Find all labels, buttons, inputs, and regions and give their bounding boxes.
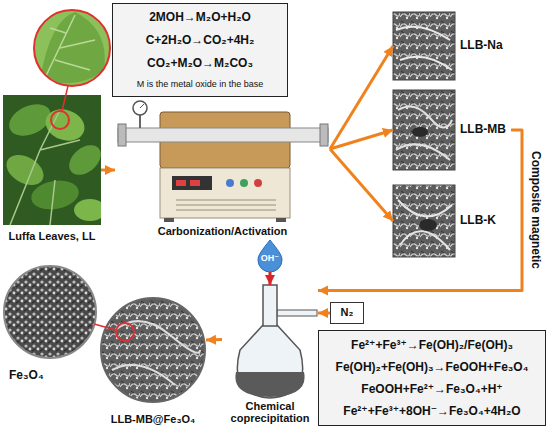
- control-button: [254, 179, 262, 187]
- sem-image-k: [393, 185, 455, 257]
- quartz-tube: [118, 128, 328, 142]
- equation-line: 2MOH→M₂O+H₂O: [149, 10, 251, 24]
- furnace-foot: [164, 218, 174, 222]
- gas-box: N₂: [330, 302, 364, 324]
- zoom-marker: [116, 323, 134, 341]
- gauge-pipe: [139, 115, 141, 128]
- node-label: Chemical coprecipitation: [212, 400, 328, 425]
- sem-node: LLB-MB: [393, 90, 511, 170]
- node-label: LLB-K: [460, 214, 496, 228]
- node-label: OH⁻: [253, 253, 287, 263]
- stem: [10, 110, 80, 225]
- sem-circle-node: Fe₃O₄: [3, 258, 98, 383]
- equation-line: Fe²⁺+Fe³⁺+8OH⁻→Fe₃O₄+4H₂O: [343, 404, 520, 418]
- node-label: Carbonization/Activation: [115, 225, 330, 238]
- reagent-drop: OH⁻: [253, 240, 287, 272]
- sem-image-na: [393, 12, 455, 80]
- equation-box: 2MOH→M₂O+H₂O C+2H₂O→CO₂+4H₂ CO₂+M₂O→M₂CO₃ M…: [112, 3, 288, 97]
- node-label: LLB-Na: [460, 39, 503, 53]
- process-arrow: [318, 130, 522, 291]
- equation-line: CO₂+M₂O→M₂CO₃: [147, 56, 253, 70]
- leaf: [40, 12, 105, 83]
- equation-line: Fe(OH)₂+Fe(OH)₃→FeOOH+Fe₃O₄: [336, 360, 529, 374]
- control-cabinet: [160, 168, 290, 218]
- process-arrow: [318, 312, 330, 315]
- pore-edge: [396, 106, 452, 160]
- reaction-flask: [235, 285, 317, 398]
- equation-box: Fe²⁺+Fe³⁺→Fe(OH)₂/Fe(OH)₃ Fe(OH)₂+Fe(OH)₃…: [318, 330, 546, 426]
- tube-furnace: [118, 101, 328, 222]
- flask-node: Chemical coprecipitation: [222, 285, 318, 425]
- equation-line: M is the metal oxide in the base: [137, 79, 264, 90]
- furnace-foot: [276, 218, 286, 222]
- pore-edge: [396, 27, 452, 70]
- inset-border: [34, 10, 110, 86]
- leaf-inset: [34, 10, 110, 86]
- sem-image: [393, 12, 455, 80]
- flask-neck: [263, 285, 277, 326]
- equation-line: FeOOH+Fe²⁺→Fe₃O₄+H⁺: [361, 382, 502, 396]
- node-label: LLB-MB@Fe₃O₄: [90, 413, 216, 426]
- control-button: [226, 179, 234, 187]
- gauge-needle: [140, 104, 144, 108]
- sem-node: LLB-Na: [393, 12, 511, 80]
- sem-image-mb: [393, 90, 455, 170]
- display-panel: [172, 176, 212, 190]
- display-digit: [190, 180, 200, 186]
- node-label: Luffa Leaves, LL: [3, 230, 101, 243]
- edge-label: Composite magnetic: [528, 125, 544, 295]
- equation-line: C+2H₂O→CO₂+4H₂: [146, 33, 255, 47]
- pressure-gauge: [133, 101, 147, 115]
- vent-lines: [176, 200, 276, 210]
- node-label: Fe₃O₄: [9, 369, 44, 383]
- leaf-vein: [45, 15, 95, 78]
- process-arrow: [330, 149, 393, 221]
- node-label: LLB-MB: [460, 123, 506, 137]
- process-arrow: [206, 338, 222, 341]
- photo-node: Luffa Leaves, LL: [3, 95, 101, 245]
- process-arrow: [269, 272, 272, 285]
- leaf: [41, 104, 89, 146]
- equation-line: Fe²⁺+Fe³⁺→Fe(OH)₂/Fe(OH)₃: [351, 338, 513, 352]
- process-arrow: [330, 46, 393, 149]
- tube-flange: [118, 124, 126, 146]
- tube-flange: [320, 124, 328, 146]
- equation-line: N₂: [341, 306, 354, 319]
- control-button: [240, 179, 248, 187]
- pore: [419, 219, 437, 231]
- display-digit: [176, 180, 186, 186]
- zoom-leader: [94, 324, 116, 330]
- pore: [412, 127, 428, 137]
- leaves-photo: [3, 95, 101, 225]
- zoom-leader: [62, 86, 68, 111]
- zoom-marker: [51, 111, 69, 129]
- leaf: [63, 139, 101, 181]
- sem-image: [393, 90, 455, 170]
- gas-inlet-arm: [277, 310, 317, 316]
- pore-edge: [398, 200, 452, 250]
- process-arrow: [330, 130, 393, 149]
- precipitate: [235, 372, 304, 397]
- fe3o4-sem-circle: [4, 266, 96, 358]
- pore-edge: [112, 321, 200, 385]
- composite-sem-circle: [101, 298, 205, 402]
- sem-image: [393, 185, 455, 257]
- leaf: [74, 199, 101, 221]
- process-arrow: [101, 169, 115, 172]
- sem-node: LLB-K: [393, 185, 511, 257]
- product-node: LLB-MB@Fe₃O₄: [100, 292, 206, 428]
- furnace-node: Carbonization/Activation: [115, 100, 330, 240]
- inset-background: [34, 10, 110, 86]
